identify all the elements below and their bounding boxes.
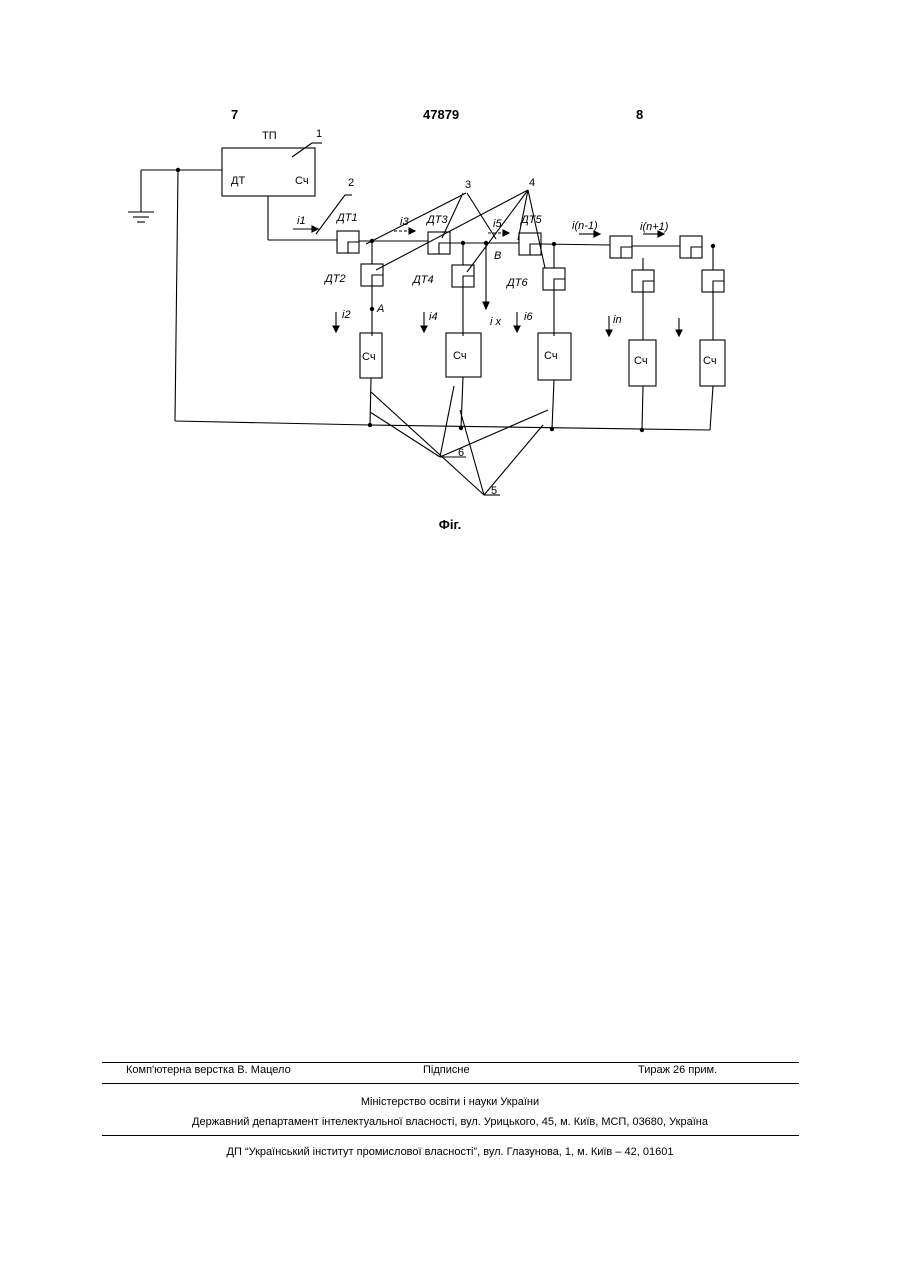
label-dt: ДТ bbox=[231, 175, 245, 187]
transformer-substation-box bbox=[222, 148, 315, 196]
label-dt1: ДТ1 bbox=[335, 212, 358, 224]
label-i5: i5 bbox=[493, 218, 502, 230]
footer-circulation: Тираж 26 прим. bbox=[638, 1064, 717, 1076]
label-sch-tp: Сч bbox=[295, 175, 309, 187]
label-i4: i4 bbox=[429, 311, 438, 323]
sensor-n-minus-1 bbox=[610, 236, 632, 258]
label-i-n-plus-1: i(n+1) bbox=[640, 221, 669, 233]
label-i2: i2 bbox=[342, 309, 351, 321]
sensor-branch-n bbox=[632, 270, 654, 292]
label-dt6: ДТ6 bbox=[505, 277, 528, 289]
sensor-dt4 bbox=[452, 265, 474, 287]
label-i3: i3 bbox=[400, 216, 409, 228]
label-i-n-minus-1: i(n-1) bbox=[572, 220, 598, 232]
label-ix: i x bbox=[490, 316, 502, 328]
label-in: in bbox=[613, 314, 622, 326]
label-i6: i6 bbox=[524, 311, 533, 323]
meter-5-label: Сч bbox=[703, 355, 717, 367]
sensor-n-plus-1 bbox=[680, 236, 702, 258]
label-dt2: ДТ2 bbox=[323, 273, 346, 285]
label-node-a: A bbox=[376, 303, 384, 315]
sensor-dt3 bbox=[428, 232, 450, 254]
ref-2: 2 bbox=[348, 177, 354, 189]
label-dt3: ДТ3 bbox=[425, 214, 448, 226]
footer-layout-credit: Комп'ютерна верстка В. Мацело bbox=[126, 1064, 291, 1076]
label-dt5: ДТ5 bbox=[519, 214, 542, 226]
label-tp: ТП bbox=[262, 130, 277, 142]
ref-4: 4 bbox=[529, 177, 535, 189]
meter-4-label: Сч bbox=[634, 355, 648, 367]
footer-department: Державний департамент інтелектуальної вл… bbox=[0, 1116, 900, 1128]
meter-2-label: Сч bbox=[453, 350, 467, 362]
ref-1: 1 bbox=[316, 128, 322, 140]
sensor-dt1 bbox=[337, 231, 359, 253]
sensor-branch-n1 bbox=[702, 270, 724, 292]
ref-6: 6 bbox=[458, 447, 464, 459]
label-i1: i1 bbox=[297, 215, 306, 227]
label-node-b: B bbox=[494, 250, 501, 262]
footer-institute: ДП “Український інститут промислової вла… bbox=[0, 1146, 900, 1158]
meter-1-label: Сч bbox=[362, 351, 376, 363]
meter-3-label: Сч bbox=[544, 350, 558, 362]
footer-rule-middle bbox=[102, 1083, 799, 1084]
junction-dots bbox=[176, 168, 715, 432]
sensor-dt2 bbox=[361, 264, 383, 286]
ref-5: 5 bbox=[491, 485, 497, 497]
footer-rule-bottom bbox=[102, 1135, 799, 1136]
ref-3: 3 bbox=[465, 179, 471, 191]
footer-signed: Підписне bbox=[423, 1064, 470, 1076]
circuit-diagram: ТП ДТ Сч 1 2 3 4 6 5 ДТ1 ДТ3 ДТ5 ДТ2 ДТ4… bbox=[0, 0, 900, 540]
footer-ministry: Міністерство освіти і науки України bbox=[0, 1096, 900, 1108]
footer-rule-top bbox=[102, 1062, 799, 1063]
ground-symbol bbox=[128, 170, 154, 222]
figure-caption: Фіг. bbox=[0, 517, 900, 532]
label-dt4: ДТ4 bbox=[411, 274, 434, 286]
sensor-dt6 bbox=[543, 268, 565, 290]
